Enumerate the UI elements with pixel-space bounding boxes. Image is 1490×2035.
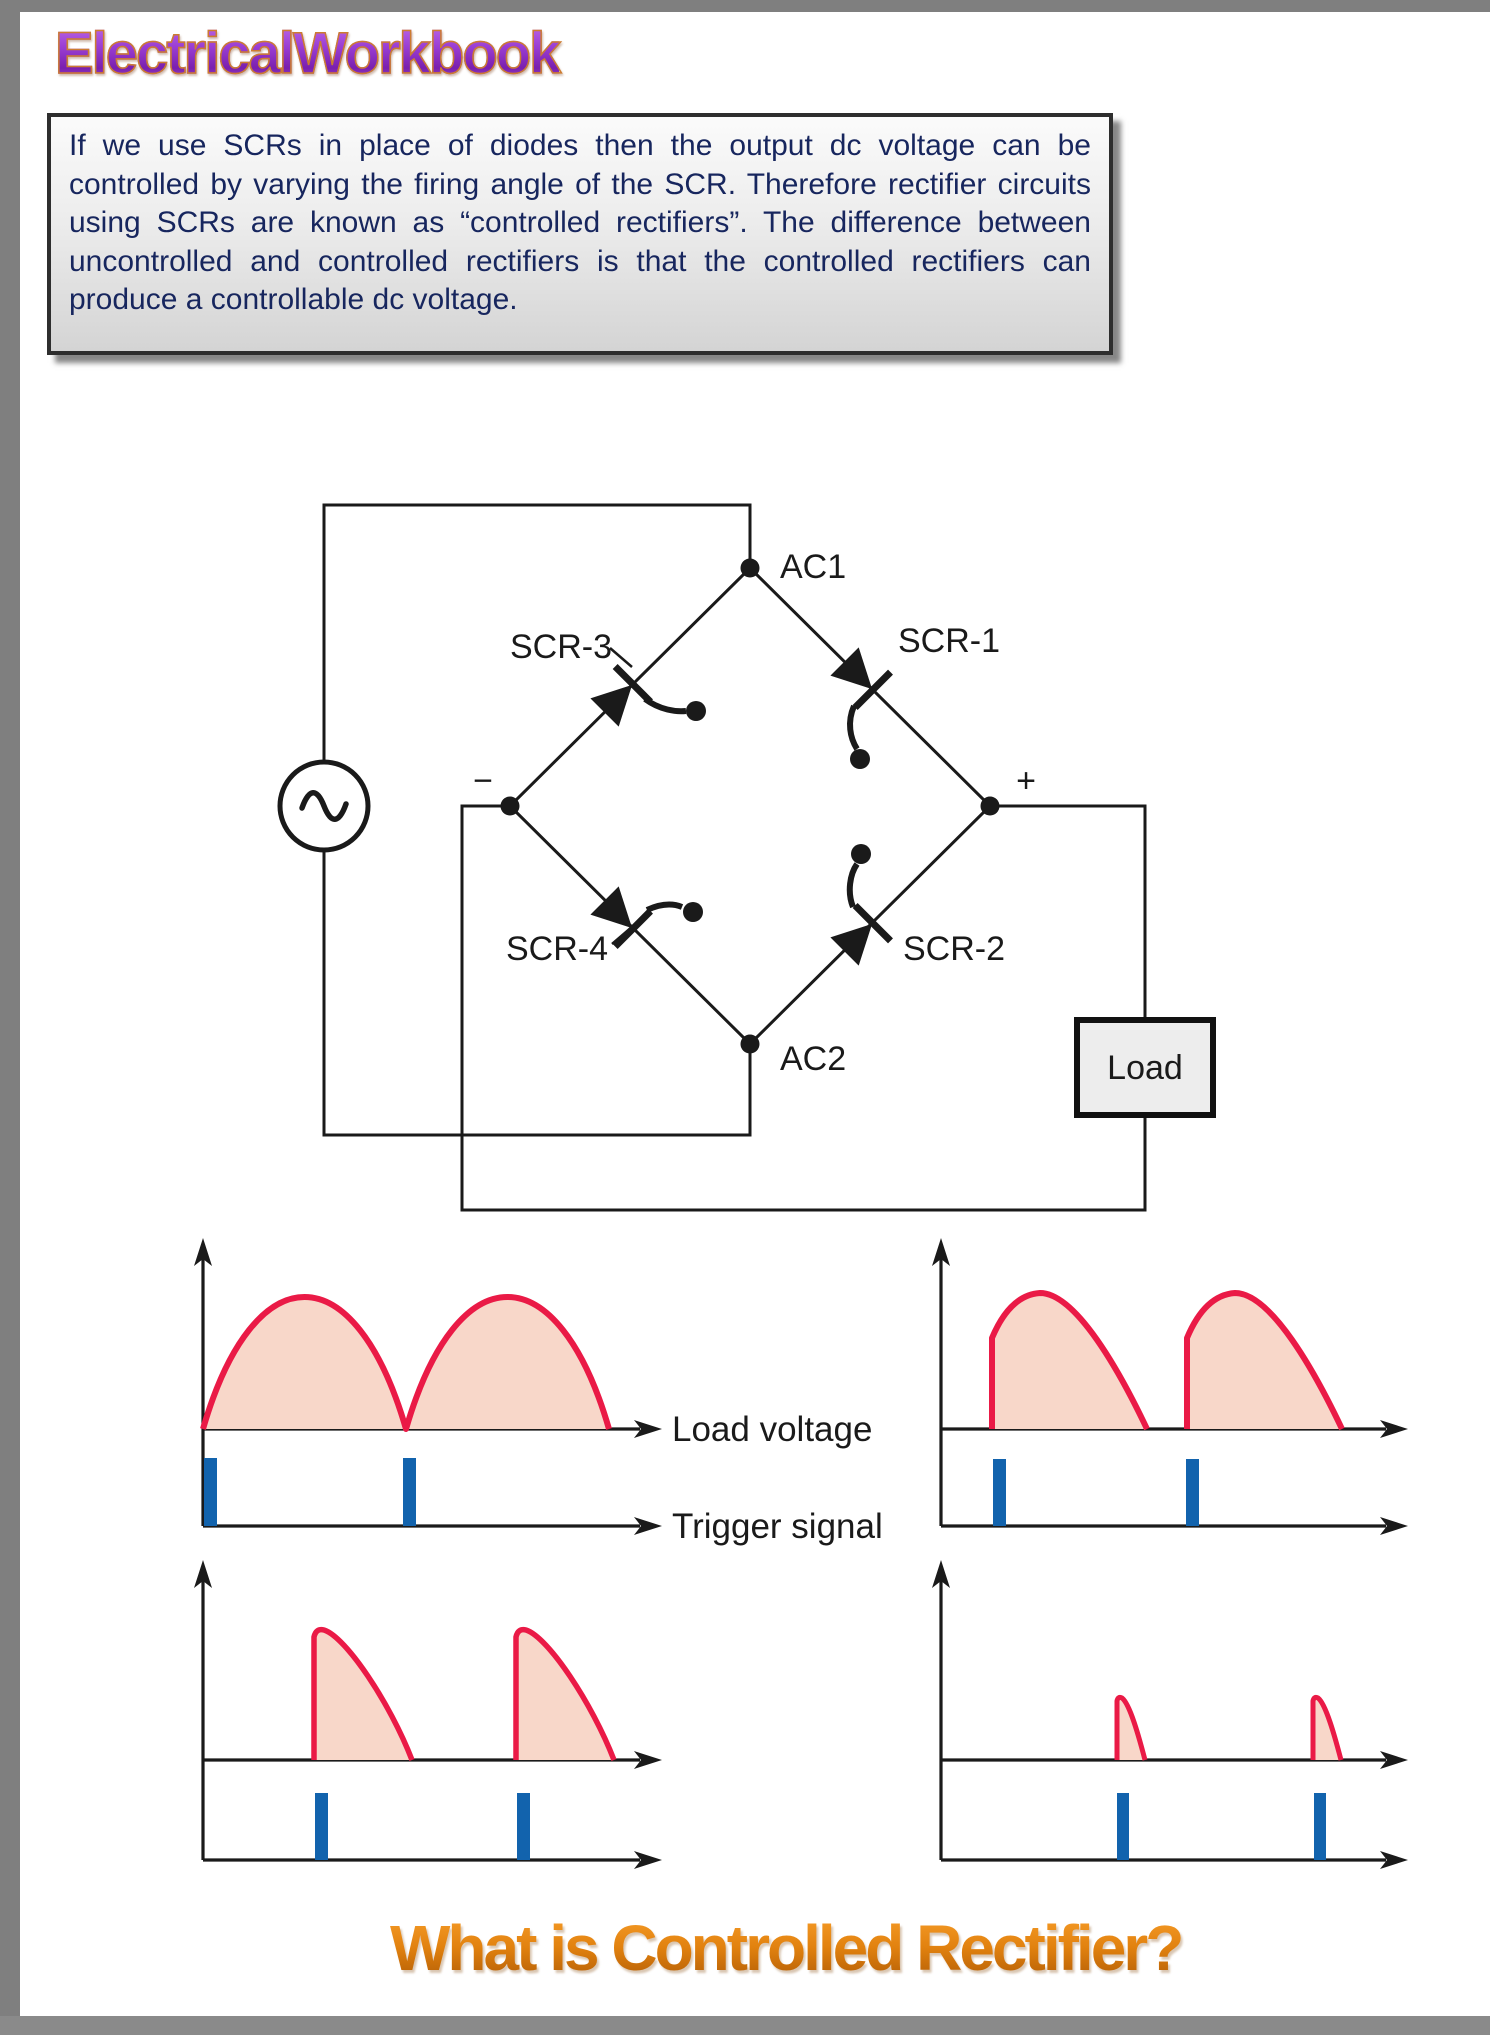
plot-bottom-left — [194, 1560, 662, 1869]
tr-load-arrow-icon — [1380, 1420, 1408, 1438]
tl-trigger-pulse-1 — [204, 1458, 217, 1526]
tr-load-voltage-curve-2 — [1184, 1290, 1345, 1431]
minus-label: − — [473, 762, 493, 800]
scr1-gate-lead — [847, 704, 860, 751]
bl-trigger-arrow-icon — [634, 1851, 662, 1869]
scr2-gate-lead — [846, 862, 860, 909]
scr3-label: SCR-3 — [510, 628, 612, 666]
waveform-plots: Load voltage Trigger signal — [194, 1238, 1408, 1869]
node-minus — [500, 796, 520, 816]
scr2-gate-dot — [851, 844, 871, 864]
page-title: What is Controlled Rectifier? — [390, 1912, 1184, 1984]
scr4-label: SCR-4 — [506, 930, 608, 968]
plot-bottom-right — [932, 1560, 1408, 1869]
scr4-gate-lead — [645, 901, 684, 913]
br-trigger-arrow-icon — [1380, 1851, 1408, 1869]
top-gray-band — [0, 0, 1490, 12]
tl-vaxis-arrow-icon — [194, 1238, 212, 1266]
plot-top-left — [194, 1238, 662, 1535]
wire-source-to-ac2 — [322, 850, 752, 1137]
plot-top-right — [932, 1238, 1408, 1535]
scr4-symbol — [590, 886, 703, 949]
tr-load-voltage-curve-1 — [989, 1290, 1150, 1431]
bottom-gray-band — [0, 2016, 1490, 2035]
node-plus — [980, 796, 1000, 816]
ac-source — [277, 759, 371, 853]
tl-load-arrow-icon — [634, 1420, 662, 1438]
ac2-label: AC2 — [780, 1040, 846, 1078]
wire-plus-to-load-top — [990, 804, 1147, 1020]
scr1-label: SCR-1 — [898, 622, 1000, 660]
bl-trigger-pulse-2 — [517, 1793, 530, 1860]
scr3-gate-lead — [643, 696, 687, 715]
tl-trigger-arrow-icon — [634, 1517, 662, 1535]
scr1-symbol — [830, 647, 893, 769]
load-label: Load — [1107, 1049, 1183, 1087]
br-load-arrow-icon — [1380, 1751, 1408, 1769]
trigger-signal-label: Trigger signal — [672, 1507, 883, 1546]
bl-load-voltage-curve-1 — [311, 1626, 415, 1761]
br-vaxis-arrow-icon — [932, 1560, 950, 1588]
load-voltage-label: Load voltage — [672, 1410, 872, 1449]
intro-paragraph: If we use SCRs in place of diodes then t… — [69, 129, 1091, 317]
load-box: Load — [1074, 1017, 1216, 1118]
scr4-gate-dot — [683, 902, 703, 922]
node-ac2 — [740, 1034, 760, 1054]
tr-vaxis-arrow-icon — [932, 1238, 950, 1266]
node-ac1 — [740, 558, 760, 578]
br-load-voltage-curve-1 — [1114, 1694, 1148, 1761]
left-gray-band — [0, 0, 20, 2035]
sine-icon — [299, 790, 349, 822]
wire-minus-to-load-bottom — [460, 804, 1147, 1212]
tr-trigger-arrow-icon — [1380, 1517, 1408, 1535]
scr4-label-tick — [611, 925, 634, 945]
wire-source-to-ac1 — [322, 503, 752, 762]
bl-trigger-pulse-1 — [315, 1793, 328, 1860]
bl-vaxis-arrow-icon — [194, 1560, 212, 1588]
bl-load-arrow-icon — [634, 1751, 662, 1769]
site-logo: ElectricalWorkbook — [54, 21, 562, 86]
br-load-voltage-curve-2 — [1310, 1694, 1344, 1761]
br-trigger-pulse-2 — [1314, 1793, 1326, 1860]
scr1-gate-dot — [850, 749, 870, 769]
tr-trigger-pulse-1 — [993, 1459, 1006, 1526]
scr3-gate-dot — [686, 701, 706, 721]
scr2-label: SCR-2 — [903, 930, 1005, 968]
tr-trigger-pulse-2 — [1186, 1459, 1199, 1526]
intro-text-box: If we use SCRs in place of diodes then t… — [47, 113, 1113, 355]
scr3-symbol — [590, 647, 706, 727]
tl-trigger-pulse-2 — [403, 1458, 416, 1526]
bridge-rectifier-circuit: Load AC1 AC2 SCR-3 SCR-1 SCR-4 SCR-2 − + — [277, 503, 1216, 1212]
ac1-label: AC1 — [780, 548, 846, 586]
bl-load-voltage-curve-2 — [513, 1626, 617, 1761]
tl-load-voltage-curve — [200, 1294, 612, 1432]
br-trigger-pulse-1 — [1117, 1793, 1129, 1860]
plus-label: + — [1016, 762, 1036, 800]
scr3-label-tick — [609, 647, 633, 668]
scr2-symbol — [830, 844, 893, 966]
